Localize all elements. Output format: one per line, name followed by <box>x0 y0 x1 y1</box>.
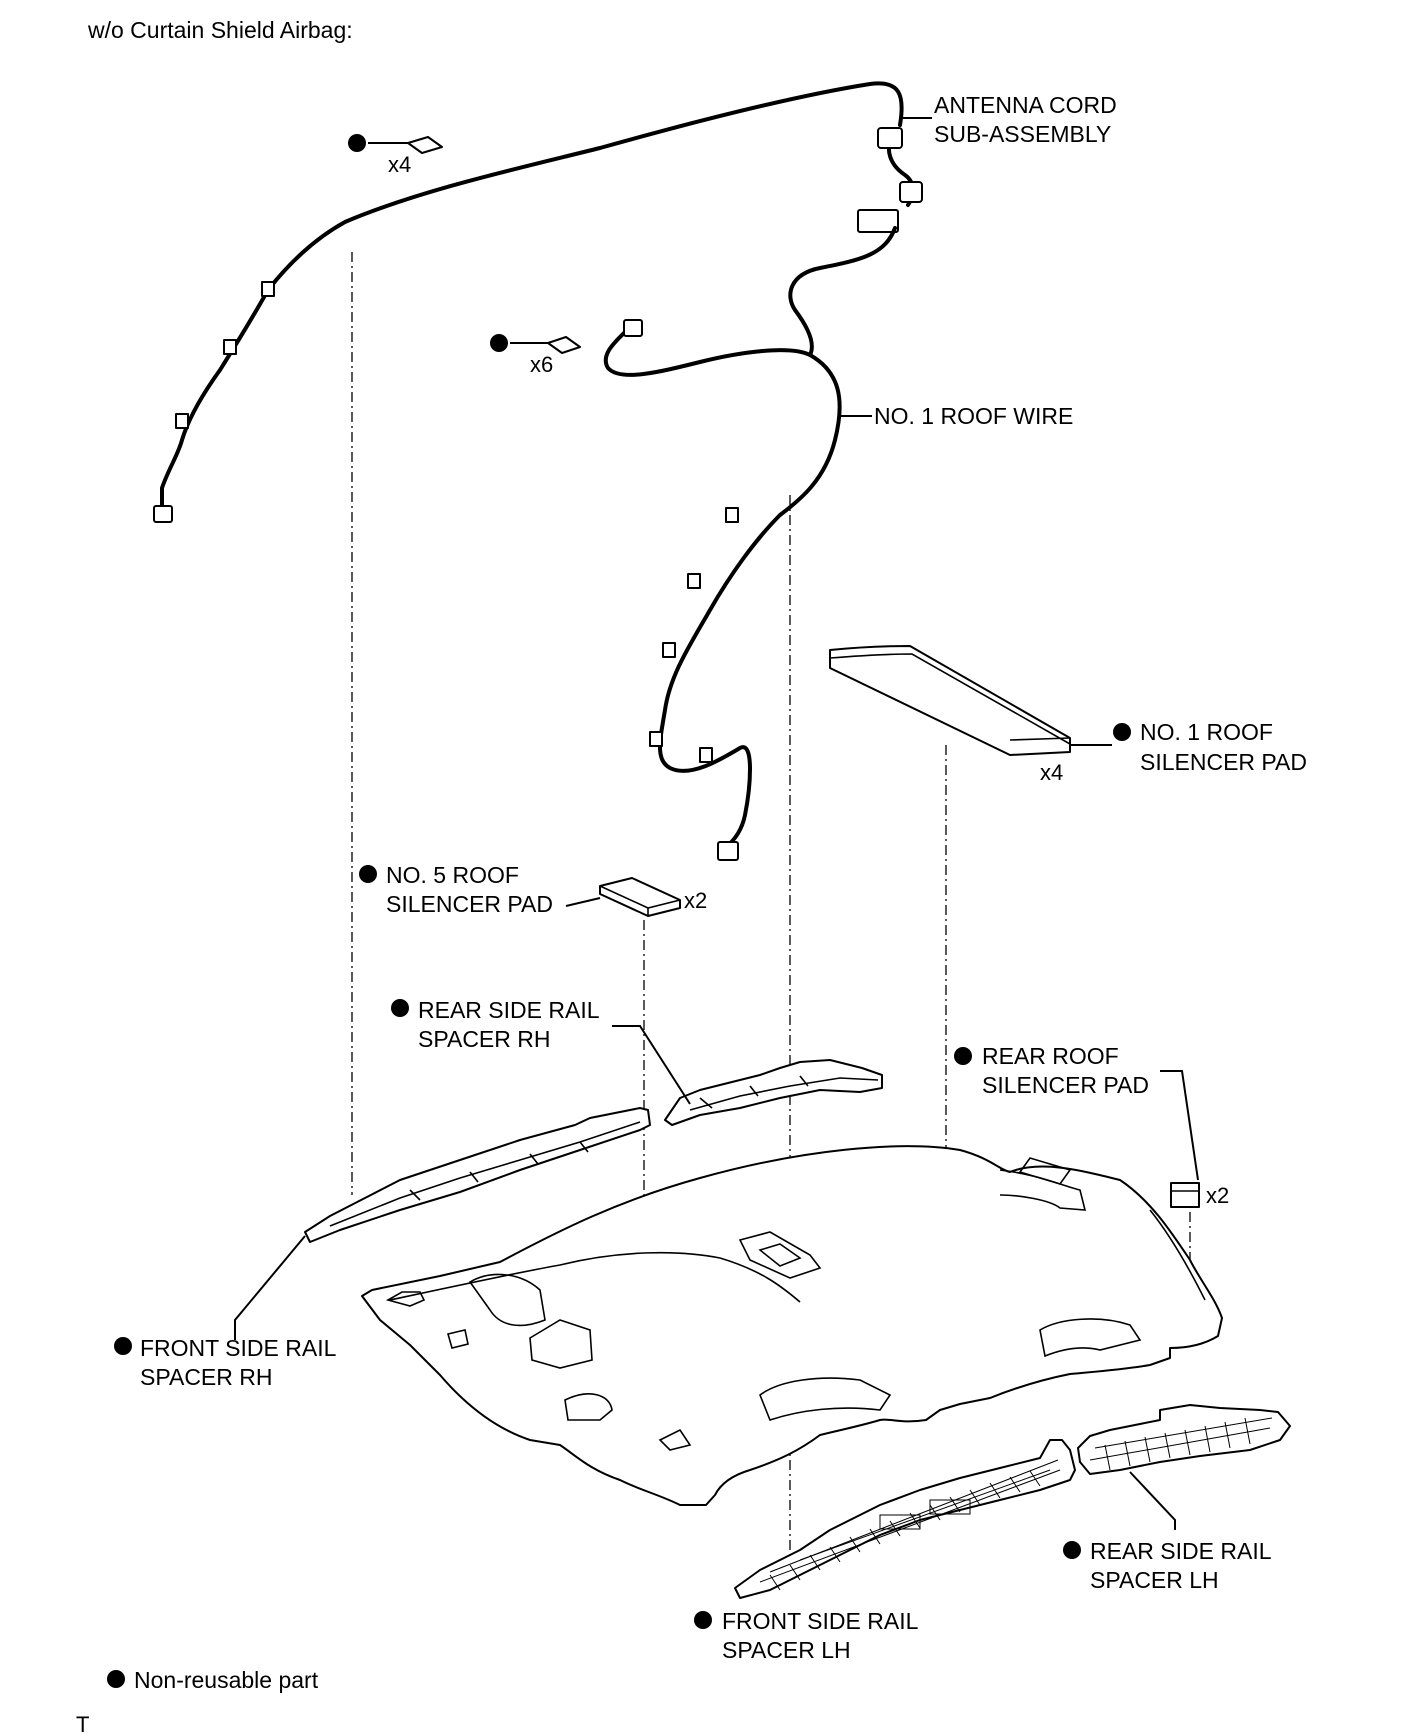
label-antenna-cord: ANTENNA CORD <box>934 92 1117 118</box>
quantity-label: x4 <box>388 152 411 177</box>
antenna-connector-end <box>153 505 173 523</box>
quantity-label: x2 <box>1206 1183 1229 1208</box>
non-reusable-marker <box>114 1337 132 1355</box>
rear-rail-lh-callout: REAR SIDE RAIL SPACER LH <box>1063 1471 1272 1593</box>
roof-wire-clip <box>649 731 663 747</box>
label-no1-pad: NO. 1 ROOF <box>1140 719 1273 745</box>
no5-roof-silencer-pad <box>599 877 681 917</box>
front-rail-lh-callout: FRONT SIDE RAIL SPACER LH <box>694 1608 919 1663</box>
legend-text: Non-reusable part <box>134 1667 319 1693</box>
non-reusable-marker <box>348 134 366 152</box>
non-reusable-marker <box>107 1670 125 1688</box>
rear-rail-rh-callout: REAR SIDE RAIL SPACER RH <box>391 997 691 1105</box>
front-rail-rh-callout: FRONT SIDE RAIL SPACER RH <box>114 1235 337 1390</box>
label-no5-pad: SILENCER PAD <box>386 891 553 917</box>
label-front-rail-rh: FRONT SIDE RAIL <box>140 1335 337 1361</box>
antenna-clip <box>223 339 237 355</box>
label-front-rail-lh: FRONT SIDE RAIL <box>722 1608 919 1634</box>
non-reusable-marker <box>1113 723 1131 741</box>
spacer-grid-pattern <box>1089 1417 1273 1471</box>
label-roof-wire: NO. 1 ROOF WIRE <box>874 403 1073 429</box>
non-reusable-marker <box>1063 1541 1081 1559</box>
footer-mark: T <box>76 1712 89 1734</box>
antenna-connector <box>877 127 903 149</box>
label-rear-roof-pad: SILENCER PAD <box>982 1072 1149 1098</box>
antenna-cord-callout: ANTENNA CORD SUB-ASSEMBLY <box>900 92 1117 147</box>
no1-roof-wire <box>603 209 899 861</box>
legend: Non-reusable part <box>107 1667 319 1693</box>
antenna-cord-sub-assembly <box>153 81 923 523</box>
rear-roof-pad-callout: REAR ROOF SILENCER PAD x2 <box>954 1043 1229 1208</box>
label-rear-rail-lh: REAR SIDE RAIL <box>1090 1538 1272 1564</box>
no5-pad-callout: NO. 5 ROOF SILENCER PAD x2 <box>359 862 707 917</box>
label-front-rail-lh: SPACER LH <box>722 1637 851 1663</box>
roof-wire-callout: NO. 1 ROOF WIRE <box>840 403 1073 429</box>
non-reusable-marker <box>694 1611 712 1629</box>
front-side-rail-spacer-rh <box>304 1107 651 1243</box>
quantity-label: x6 <box>530 352 553 377</box>
front-side-rail-spacer-lh <box>734 1439 1076 1599</box>
clip-icon <box>547 336 581 354</box>
roof-wire-clip <box>687 573 701 589</box>
quantity-label: x4 <box>1040 760 1063 785</box>
headliner-recess <box>385 1291 426 1307</box>
roof-wire-clip <box>662 642 676 658</box>
rear-side-rail-spacer-rh <box>664 1059 883 1126</box>
rear-roof-silencer-pad <box>1170 1182 1200 1208</box>
antenna-clip <box>175 413 189 429</box>
no1-pad-callout: NO. 1 ROOF SILENCER PAD x4 <box>1040 719 1307 785</box>
non-reusable-marker <box>359 865 377 883</box>
clip-icon <box>407 136 443 154</box>
roof-wire-connector-end <box>717 841 739 861</box>
roof-wire-clip <box>699 747 713 763</box>
dome-light-mount <box>738 1231 822 1279</box>
label-front-rail-rh: SPACER RH <box>140 1364 273 1390</box>
roof-wire-clip <box>725 507 739 523</box>
clip-x6-callout: x6 <box>490 334 581 377</box>
quantity-label: x2 <box>684 888 707 913</box>
clip-x4-callout: x4 <box>348 134 443 177</box>
spacer-grid-pattern <box>759 1459 1061 1591</box>
non-reusable-marker <box>490 334 508 352</box>
roof-headliner <box>361 1145 1223 1506</box>
label-no1-pad: SILENCER PAD <box>1140 749 1307 775</box>
headliner-recess <box>529 1319 593 1369</box>
diagram-heading: w/o Curtain Shield Airbag: <box>87 17 353 43</box>
label-rear-rail-lh: SPACER LH <box>1090 1567 1219 1593</box>
label-antenna-cord: SUB-ASSEMBLY <box>934 121 1111 147</box>
roof-wire-connector-end <box>623 319 643 337</box>
antenna-connector <box>899 181 923 203</box>
non-reusable-marker <box>954 1047 972 1065</box>
label-rear-rail-rh: SPACER RH <box>418 1026 551 1052</box>
non-reusable-marker <box>391 999 409 1017</box>
rear-side-rail-spacer-lh <box>1077 1404 1291 1475</box>
antenna-clip <box>261 281 275 297</box>
label-no5-pad: NO. 5 ROOF <box>386 862 519 888</box>
roof-wire-connector <box>857 209 899 233</box>
no1-roof-silencer-pad <box>829 645 1071 756</box>
label-rear-roof-pad: REAR ROOF <box>982 1043 1119 1069</box>
label-rear-rail-rh: REAR SIDE RAIL <box>418 997 600 1023</box>
